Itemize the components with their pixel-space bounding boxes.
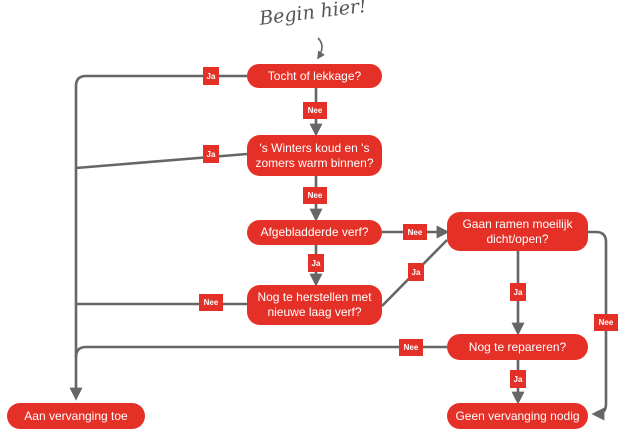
node-peeling-paint: Afgebladderde verf? [247, 220, 382, 245]
label-no-n3: Nee [403, 224, 427, 240]
start-arrow [317, 37, 325, 60]
label-yes-n2: Ja [203, 145, 219, 163]
node-draft-or-leak: Tocht of lekkage? [247, 64, 382, 88]
label-no-n2: Nee [303, 187, 327, 204]
label-no-n4: Nee [199, 294, 223, 311]
label-no-n6: Nee [399, 339, 423, 356]
label-yes-n6: Ja [510, 370, 526, 388]
label-no-n1: Nee [303, 102, 327, 119]
edge-n2-end-replace [75, 152, 248, 170]
terminal-needs-replacement: Aan vervanging toe [7, 403, 145, 429]
label-yes-n3: Ja [308, 254, 324, 272]
label-yes-n1: Ja [203, 67, 219, 85]
terminal-no-replacement: Geen vervanging nodig [447, 403, 588, 429]
label-yes-n5: Ja [510, 283, 526, 301]
node-still-repairable: Nog te repareren? [447, 334, 588, 360]
label-no-n5: Nee [594, 314, 618, 331]
edge-n6-end-replace [74, 345, 447, 358]
edge-n1-end-replace [69, 74, 247, 401]
label-yes-n4: Ja [408, 263, 424, 281]
